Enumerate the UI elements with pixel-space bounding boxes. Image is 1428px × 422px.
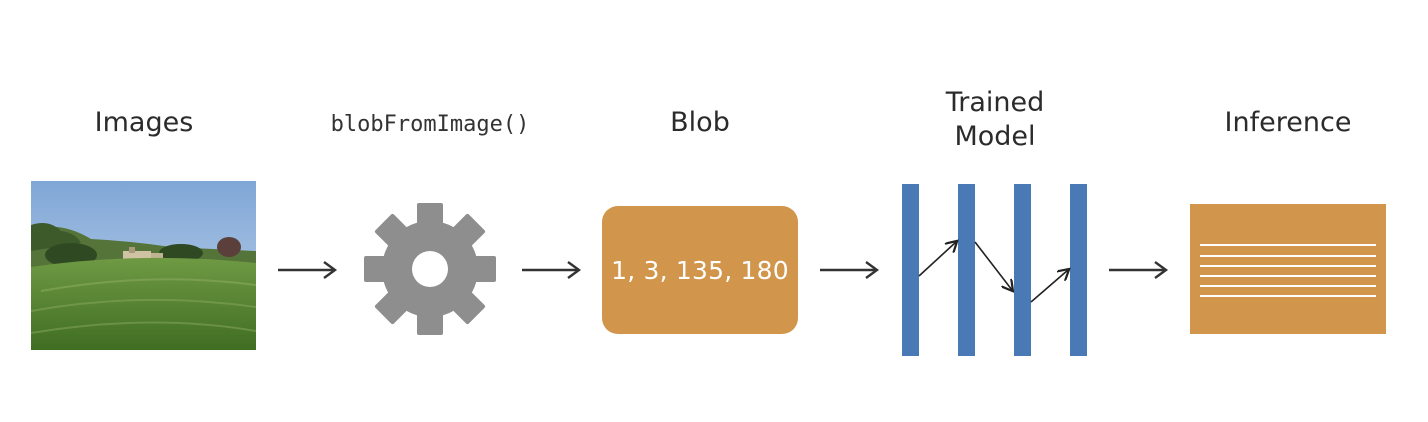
blob-box: 1, 3, 135, 180	[602, 206, 798, 334]
right-arrow-icon	[522, 261, 582, 279]
model-layer-bar	[958, 184, 975, 356]
right-arrow-icon	[278, 261, 338, 279]
text-lines-icon	[1190, 204, 1386, 334]
model-layer-bar	[1014, 184, 1031, 356]
trained-model-label-line-2: Model	[954, 121, 1036, 152]
model-layer-bar	[1070, 184, 1087, 356]
blob-shape-text: 1, 3, 135, 180	[611, 255, 789, 285]
right-arrow-icon	[820, 261, 880, 279]
inference-line	[1200, 265, 1376, 267]
inference-line	[1200, 244, 1376, 246]
blob-label: Blob	[670, 107, 730, 138]
trained-model-label-line-1: Trained	[945, 87, 1045, 118]
landscape-photo-graphic	[31, 181, 256, 350]
inference-line	[1200, 295, 1376, 297]
trained-model-label: Trained Model	[895, 86, 1095, 154]
blob-from-image-label: blobFromImage()	[330, 112, 530, 137]
neural-network-layers-icon	[902, 184, 1087, 356]
inference-line	[1200, 255, 1376, 257]
landscape-photo	[31, 181, 256, 350]
inference-line	[1200, 275, 1376, 277]
inference-label: Inference	[1224, 107, 1352, 138]
gear-icon	[364, 203, 496, 335]
images-label: Images	[94, 107, 194, 138]
right-arrow-icon	[1109, 261, 1169, 279]
model-layer-bar	[902, 184, 919, 356]
inference-line	[1200, 285, 1376, 287]
